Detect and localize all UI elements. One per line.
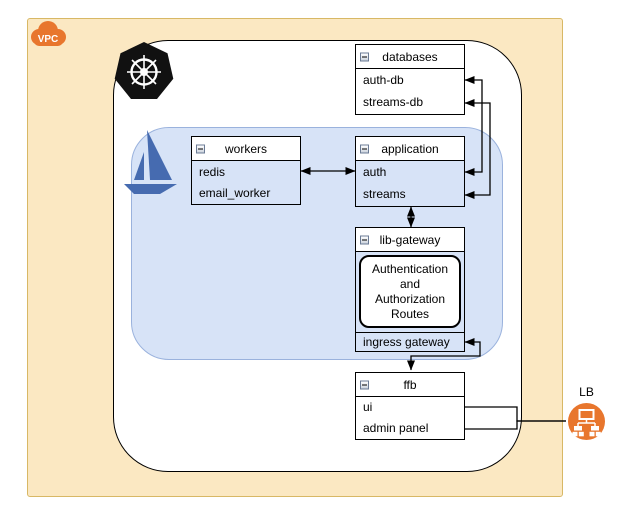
note-line: Authentication and	[371, 261, 449, 291]
lb-label: LB	[579, 385, 594, 399]
row-label: ingress gateway	[363, 335, 450, 349]
collapse-icon[interactable]	[360, 235, 369, 244]
collapse-icon[interactable]	[196, 144, 205, 153]
node-workers-header: workers	[192, 137, 300, 161]
row-label: admin panel	[363, 420, 429, 435]
node-databases-header: databases	[356, 45, 464, 69]
load-balancer-icon[interactable]	[568, 403, 605, 440]
row-auth-db[interactable]: auth-db	[356, 69, 464, 91]
vpc-label: VPC	[38, 34, 59, 45]
row-ui[interactable]: ui	[356, 397, 464, 418]
row-label: auth	[363, 165, 387, 179]
node-ffb-header: ffb	[356, 373, 464, 397]
row-streams-db[interactable]: streams-db	[356, 91, 464, 113]
istio-icon[interactable]	[124, 118, 178, 196]
row-ingress-gateway[interactable]: ingress gateway	[356, 332, 464, 351]
kubernetes-icon[interactable]	[114, 42, 174, 102]
vpc-cloud-icon[interactable]: VPC	[29, 20, 67, 48]
row-admin-panel[interactable]: admin panel	[356, 418, 464, 439]
node-workers-title: workers	[224, 141, 267, 156]
node-databases-title: databases	[382, 49, 438, 64]
node-workers[interactable]: workers redis email_worker	[191, 136, 301, 205]
node-lib-gateway[interactable]: lib-gateway Authentication and Authoriza…	[355, 227, 465, 352]
node-ffb[interactable]: ffb ui admin panel	[355, 372, 465, 440]
collapse-icon[interactable]	[360, 144, 369, 153]
node-lib-gateway-title: lib-gateway	[379, 232, 441, 247]
collapse-icon[interactable]	[360, 380, 369, 389]
node-ffb-title: ffb	[403, 377, 417, 392]
node-lib-gateway-header: lib-gateway	[356, 228, 464, 252]
row-label: auth-db	[363, 73, 404, 87]
note-line: Routes	[390, 306, 430, 321]
row-label: streams	[363, 187, 406, 201]
row-email-worker[interactable]: email_worker	[192, 182, 300, 203]
auth-routes-note[interactable]: Authentication and Authorization Routes	[359, 255, 461, 328]
row-label: redis	[199, 164, 226, 179]
row-redis[interactable]: redis	[192, 161, 300, 182]
row-label: streams-db	[363, 95, 424, 109]
row-label: ui	[363, 400, 373, 415]
node-databases[interactable]: databases auth-db streams-db	[355, 44, 465, 115]
node-application-header: application	[356, 137, 464, 161]
note-line: Authorization	[374, 291, 446, 306]
node-application-title: application	[381, 141, 439, 156]
node-application[interactable]: application auth streams	[355, 136, 465, 207]
row-streams[interactable]: streams	[356, 183, 464, 205]
row-auth[interactable]: auth	[356, 161, 464, 183]
row-label: email_worker	[199, 185, 271, 200]
collapse-icon[interactable]	[360, 52, 369, 61]
